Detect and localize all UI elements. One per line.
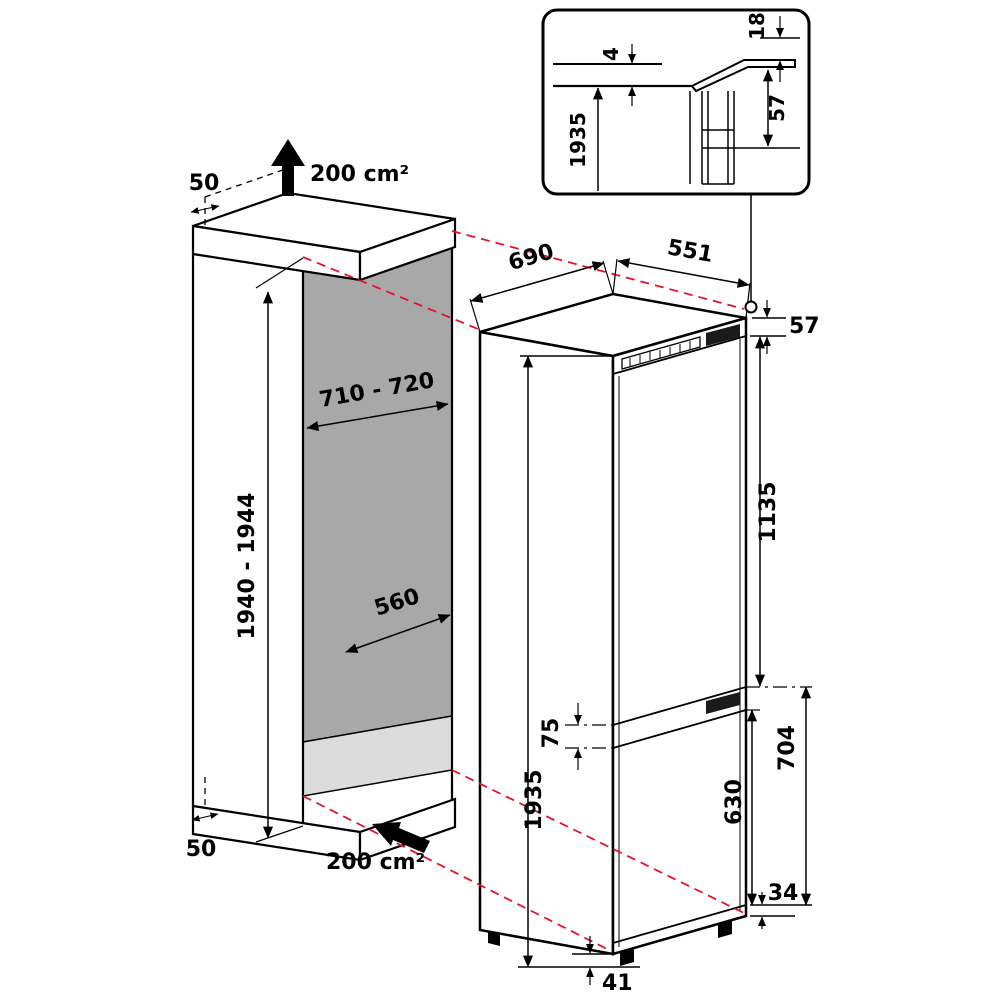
dimension-line-width [617, 258, 750, 288]
bottom-clearance-label: 50 [186, 837, 217, 862]
detail-hinge-bracket [690, 59, 796, 93]
front-left-foot [620, 948, 634, 966]
bottom-vent-area-label: 200 cm² [326, 850, 425, 875]
dimension-line-depth [470, 261, 605, 303]
front-right-foot [718, 920, 732, 938]
extension-line [602, 260, 614, 295]
cabinet-bottom-slab-right-face [358, 797, 457, 862]
dimension-line-top-clearance [190, 204, 220, 214]
lower-door-grip [706, 692, 740, 714]
door-gap-label: 75 [539, 718, 564, 749]
detail-leader-circle [744, 300, 758, 314]
freezer-door-bottom-edge [612, 904, 747, 944]
extension-line [469, 298, 481, 333]
side-rear-foot [488, 931, 500, 946]
inset-top-offset-label: 18 [745, 12, 769, 40]
lower-section-height-label: 704 [775, 725, 800, 771]
extension-line [255, 257, 304, 289]
cabinet-top-slab-right-face [358, 217, 457, 282]
top-vent-area-label: 200 cm² [310, 162, 409, 187]
total-height-label: 1935 [522, 769, 547, 830]
extension-line [612, 258, 618, 295]
upper-door-grip [706, 324, 740, 346]
divider-top-edge [612, 686, 747, 726]
inset-overall-height-label: 1935 [566, 112, 590, 168]
appliance-width-label: 551 [665, 235, 715, 268]
insert-direction-arrow-icon [372, 822, 430, 853]
inset-top-gap-label: 4 [599, 47, 623, 61]
door-top-edge [612, 335, 747, 375]
alignment-line-top-left [302, 256, 479, 330]
hidden-wall-edge-top-slant [204, 163, 301, 198]
niche-interior [301, 230, 454, 823]
appliance-depth-label: 690 [506, 239, 557, 276]
detail-hinge-assembly [689, 91, 735, 185]
grille-slats [629, 341, 691, 366]
appliance-drawing [478, 292, 748, 966]
top-clearance-label: 50 [189, 171, 220, 196]
upper-door-height-label: 1135 [756, 481, 781, 542]
foot-height-label: 41 [602, 971, 633, 996]
niche-height-label: 1940 - 1944 [235, 493, 260, 640]
alignment-line-bottom-left [302, 795, 612, 952]
appliance-side-face [478, 330, 615, 956]
inset-hinge-drop-label: 57 [765, 94, 789, 122]
niche-back-panel [302, 230, 453, 743]
top-gap-label: 57 [789, 314, 820, 339]
dimension-line-niche-depth [345, 614, 451, 653]
alignment-line-bottom-right [451, 769, 745, 914]
appliance-front-face [611, 316, 748, 956]
plinth-height-label: 34 [768, 881, 799, 906]
airflow-up-arrow-icon [271, 139, 305, 196]
extension-line [745, 282, 751, 319]
divider-bottom-edge [612, 709, 747, 749]
detail-inset: 4 18 57 1935 [541, 8, 811, 314]
extension-line [255, 825, 304, 843]
dimension-line-niche-width [306, 400, 449, 432]
dimension-line-bottom-clearance [191, 812, 219, 822]
freezer-door-height-label: 630 [722, 779, 747, 825]
